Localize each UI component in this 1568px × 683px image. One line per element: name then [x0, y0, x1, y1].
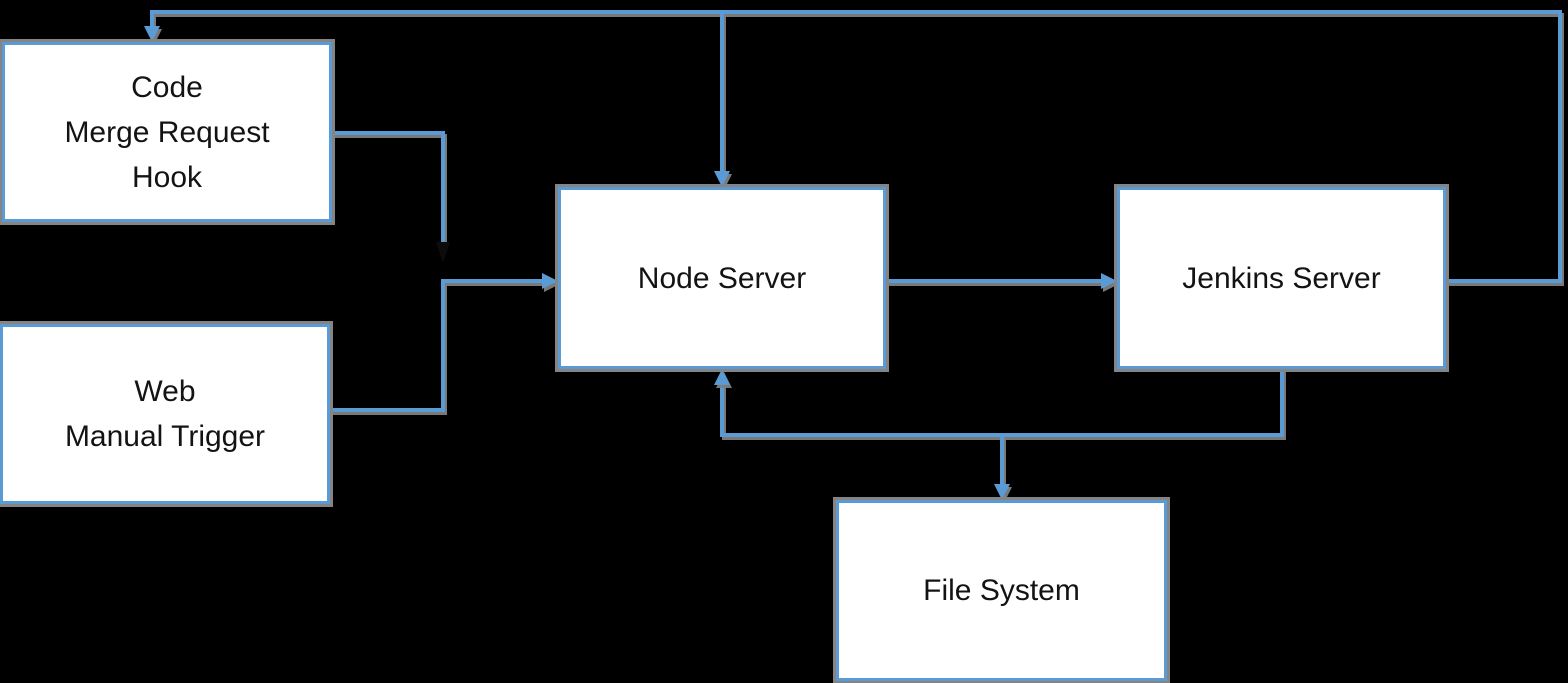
node-code-merge-request-hook: Code Merge Request Hook — [2, 42, 332, 222]
connector-code-to-junction — [332, 131, 445, 243]
arrowhead-into-node-top — [714, 171, 730, 187]
arrowhead-into-node-left — [542, 273, 558, 289]
node-file-system: File System — [836, 500, 1167, 681]
arrowhead-into-code-top — [144, 26, 160, 42]
node-node-server: Node Server — [558, 187, 886, 369]
connector-jenkins-to-node-bottom — [720, 369, 1284, 437]
connector-web-to-node — [330, 279, 542, 412]
node-label-file-system: File System — [923, 574, 1080, 607]
arrowhead-into-node-bottom — [714, 369, 730, 385]
arrowhead-code-junction-black — [436, 242, 450, 263]
node-web-manual-trigger: Web Manual Trigger — [0, 324, 330, 504]
node-label-code-merge-request-hook: Code Merge Request Hook — [64, 70, 270, 194]
arrowhead-into-file-top — [994, 484, 1010, 500]
node-jenkins-server: Jenkins Server — [1117, 187, 1446, 369]
node-label-web-manual-trigger: Web Manual Trigger — [64, 375, 266, 453]
node-label-jenkins-server: Jenkins Server — [1182, 261, 1381, 295]
node-label-node-server: Node Server — [637, 261, 807, 295]
arrowhead-into-jenkins-left — [1101, 273, 1117, 289]
